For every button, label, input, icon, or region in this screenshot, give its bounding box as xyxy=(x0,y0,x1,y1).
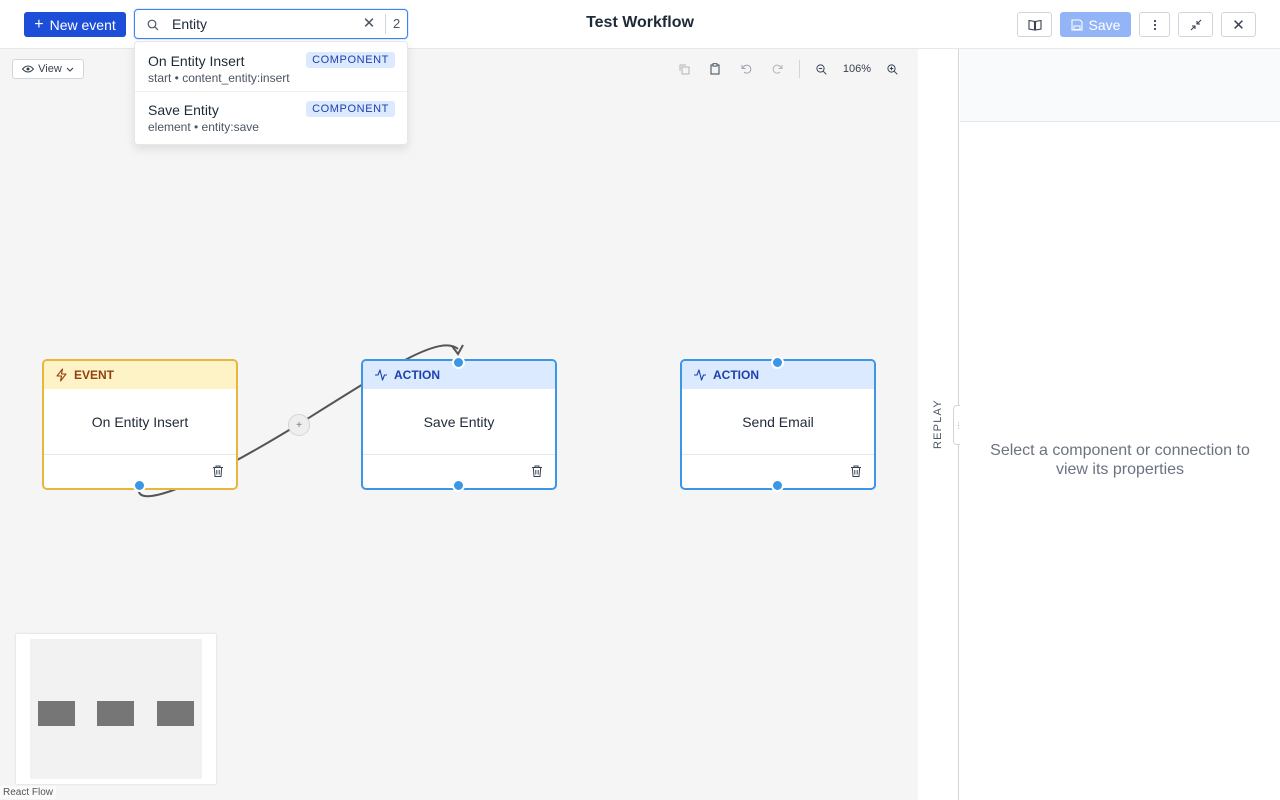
collapse-button[interactable] xyxy=(1178,12,1213,37)
save-label: Save xyxy=(1088,16,1121,33)
properties-header xyxy=(960,49,1280,122)
view-label: View xyxy=(38,63,62,75)
toolbar-divider xyxy=(799,60,800,78)
activity-icon xyxy=(375,369,387,381)
more-icon xyxy=(1153,19,1156,30)
search-match-count: 2 xyxy=(393,16,401,31)
search-input[interactable]: Entity xyxy=(172,16,208,32)
input-handle[interactable] xyxy=(771,356,784,369)
more-options-button[interactable] xyxy=(1139,12,1170,37)
copy-button[interactable] xyxy=(676,61,692,77)
node-label: On Entity Insert xyxy=(44,389,236,455)
view-dropdown[interactable]: View xyxy=(12,59,84,79)
result-name: Save Entity xyxy=(148,102,219,118)
node-header: EVENT xyxy=(44,361,236,389)
input-handle[interactable] xyxy=(452,356,465,369)
properties-empty-message: Select a component or connection to view… xyxy=(990,442,1250,478)
node-label: Send Email xyxy=(682,389,874,455)
result-name: On Entity Insert xyxy=(148,53,245,69)
output-handle[interactable] xyxy=(771,479,784,492)
redo-icon xyxy=(772,64,782,74)
result-meta: start • content_entity:insert xyxy=(148,71,290,85)
redo-button[interactable] xyxy=(769,61,785,77)
save-icon xyxy=(1070,18,1083,31)
undo-icon xyxy=(741,64,751,74)
node-header: ACTION xyxy=(682,361,874,389)
activity-icon xyxy=(694,369,706,381)
new-event-button[interactable]: + New event xyxy=(24,12,126,37)
plus-icon: + xyxy=(34,15,44,33)
close-button[interactable]: ✕ xyxy=(1221,12,1256,37)
close-icon: ✕ xyxy=(1232,16,1245,34)
top-header: + New event Entity ✕ 2 Test Workflow Sav… xyxy=(0,0,1280,49)
result-meta: element • entity:save xyxy=(148,120,259,134)
zoom-in-icon xyxy=(886,63,898,75)
node-on-entity-insert[interactable]: EVENT On Entity Insert xyxy=(42,359,238,492)
properties-panel: Select a component or connection to view… xyxy=(960,49,1280,800)
zoom-out-icon xyxy=(815,63,827,75)
minimap-node xyxy=(157,701,194,726)
copy-icon xyxy=(679,64,689,74)
new-event-label: New event xyxy=(49,16,116,33)
minimap-node xyxy=(38,701,75,726)
search-box[interactable]: Entity ✕ 2 xyxy=(134,9,408,39)
zoom-in-button[interactable] xyxy=(884,61,900,77)
page-title: Test Workflow xyxy=(586,14,694,31)
trash-icon[interactable] xyxy=(530,464,544,478)
minimap[interactable] xyxy=(16,634,216,784)
book-icon xyxy=(1027,19,1042,31)
replay-label[interactable]: REPLAY xyxy=(932,399,944,449)
eye-icon xyxy=(22,65,35,73)
zoom-out-button[interactable] xyxy=(813,61,829,77)
output-handle[interactable] xyxy=(133,479,146,492)
lightning-icon xyxy=(56,368,67,382)
trash-icon[interactable] xyxy=(849,464,863,478)
search-results-dropdown: On Entity Insert start • content_entity:… xyxy=(134,41,408,145)
result-badge: COMPONENT xyxy=(306,101,395,117)
workflow-canvas[interactable]: View 106% xyxy=(0,49,918,800)
save-button[interactable]: Save xyxy=(1060,12,1131,37)
node-save-entity[interactable]: ACTION Save Entity xyxy=(361,356,557,492)
node-type: ACTION xyxy=(394,368,440,382)
trash-icon[interactable] xyxy=(211,464,225,478)
minimap-node xyxy=(97,701,134,726)
zoom-level: 106% xyxy=(842,63,872,75)
search-result-item[interactable]: Save Entity element • entity:save COMPON… xyxy=(135,92,407,141)
node-type: EVENT xyxy=(74,368,115,382)
search-icon xyxy=(147,19,159,31)
collapse-icon xyxy=(1190,19,1201,30)
clear-search-icon[interactable]: ✕ xyxy=(362,15,376,32)
node-label: Save Entity xyxy=(363,389,555,455)
search-divider xyxy=(385,14,386,34)
chevron-down-icon xyxy=(66,67,74,72)
react-flow-attribution[interactable]: React Flow xyxy=(0,786,57,799)
output-handle[interactable] xyxy=(452,479,465,492)
docs-button[interactable] xyxy=(1017,12,1052,37)
result-badge: COMPONENT xyxy=(306,52,395,68)
search-result-item[interactable]: On Entity Insert start • content_entity:… xyxy=(135,43,407,92)
node-type: ACTION xyxy=(713,368,759,382)
node-send-email[interactable]: ACTION Send Email xyxy=(680,356,876,492)
add-step-button[interactable]: + xyxy=(288,414,310,436)
undo-button[interactable] xyxy=(738,61,754,77)
minimap-viewport xyxy=(30,639,202,779)
paste-icon xyxy=(710,63,720,75)
paste-button[interactable] xyxy=(707,61,723,77)
edge-arrowhead xyxy=(451,344,464,356)
